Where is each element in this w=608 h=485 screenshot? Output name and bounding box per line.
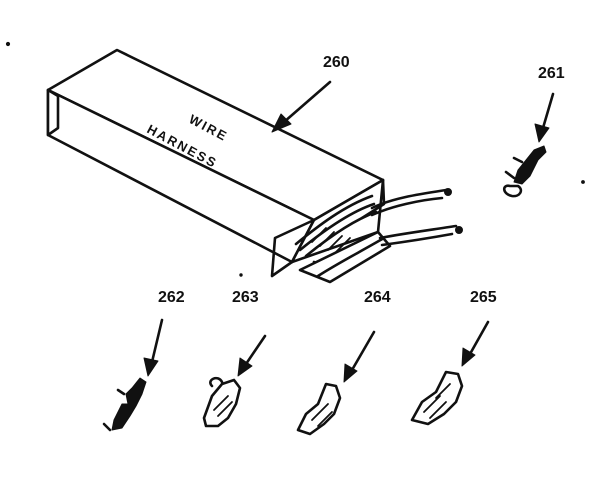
callout-label-264: 264 xyxy=(364,289,391,306)
scan-speck xyxy=(239,273,243,277)
callout-label-261: 261 xyxy=(538,65,565,82)
callout-label-260: 260 xyxy=(323,54,350,71)
callout-260: 260 xyxy=(271,54,350,133)
callout-arrow-260 xyxy=(271,113,292,133)
terminal-265: 265 xyxy=(410,289,497,426)
terminal-261: 261 xyxy=(502,65,565,198)
callout-label-263: 263 xyxy=(232,289,259,306)
terminal-262: 262 xyxy=(102,289,185,432)
callout-label-265: 265 xyxy=(470,289,497,306)
terminal-263: 263 xyxy=(202,289,267,428)
wire-harness-box: WIRE HARNESS xyxy=(46,48,463,284)
callout-label-262: 262 xyxy=(158,289,185,306)
terminal-264: 264 xyxy=(296,289,391,436)
scan-speck xyxy=(581,180,585,184)
wire-leads xyxy=(370,188,463,247)
scan-speck xyxy=(5,41,11,47)
